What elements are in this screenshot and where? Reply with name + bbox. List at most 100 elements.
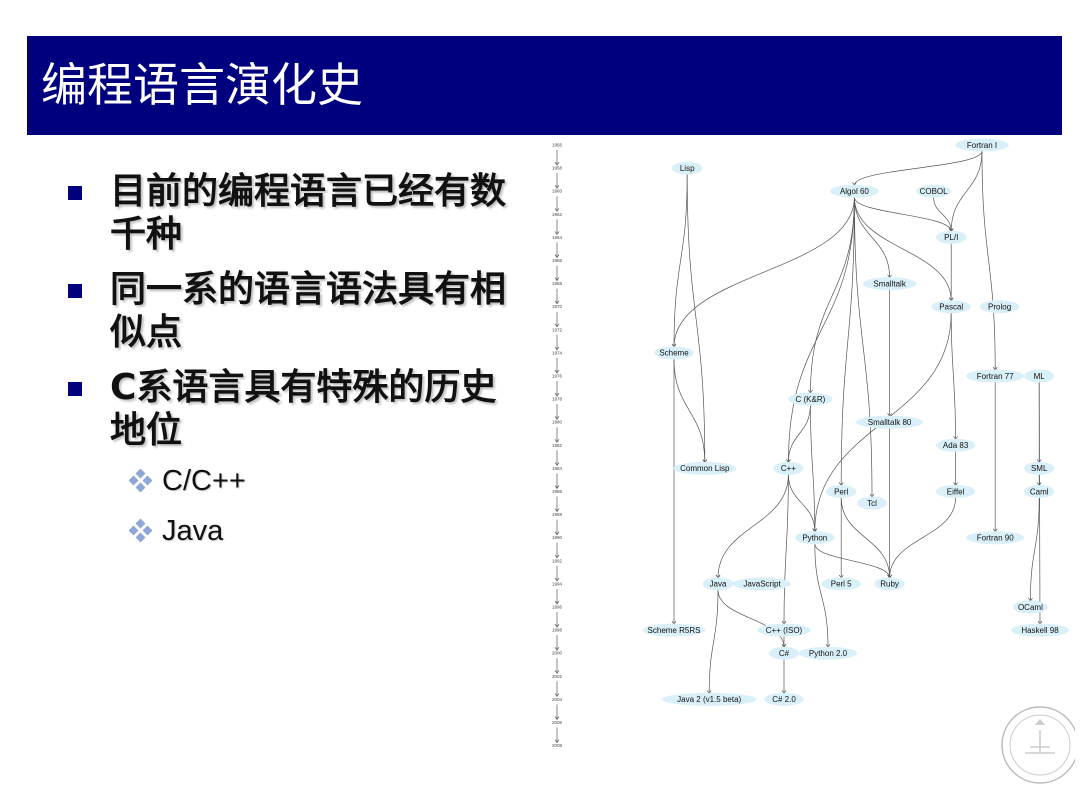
edge-line xyxy=(673,174,688,347)
node-schemer5rs: Scheme R5RS xyxy=(642,623,706,637)
node-cobol: COBOL xyxy=(916,184,952,198)
edge-line xyxy=(673,197,855,347)
sub-bullet-text: Java xyxy=(162,515,224,547)
node-ellipse xyxy=(874,577,905,591)
node-label: Tcl xyxy=(867,499,877,508)
node-ellipse xyxy=(673,461,737,475)
node-ellipse xyxy=(1024,461,1055,475)
year-label: 1984 xyxy=(552,466,563,471)
node-tcl: Tcl xyxy=(857,496,887,510)
node-commonlisp: Common Lisp xyxy=(673,461,737,475)
node-java2: Java 2 (v1.5 beta) xyxy=(661,692,757,706)
timeline-arrowhead xyxy=(554,462,560,467)
node-scheme: Scheme xyxy=(654,346,694,360)
year-label: 1962 xyxy=(552,212,563,217)
node-ellipse xyxy=(773,461,804,475)
edge-line xyxy=(854,197,952,301)
node-ckr: C (K&R) xyxy=(788,392,833,406)
node-caml: Caml xyxy=(1023,485,1055,498)
timeline-arrowhead xyxy=(554,208,560,212)
node-label: Caml xyxy=(1030,487,1049,496)
node-label: Scheme R5RS xyxy=(648,626,701,635)
node-ellipse xyxy=(733,577,791,591)
bullet-text: 同一系的语言语法具有相似点 xyxy=(110,269,507,353)
timeline-arrowhead xyxy=(554,508,560,513)
node-ellipse xyxy=(769,646,799,660)
node-label: Pascal xyxy=(939,303,963,312)
edge-line xyxy=(783,474,789,625)
node-ellipse xyxy=(795,531,835,545)
node-label: C (K&R) xyxy=(796,395,826,404)
node-ellipse xyxy=(1012,600,1048,614)
diamond-bullet-icon xyxy=(128,518,153,543)
timeline-arrowhead xyxy=(554,600,560,605)
edge-line xyxy=(788,197,855,463)
node-label: Fortran 90 xyxy=(977,534,1014,543)
node-fortran1: Fortran I xyxy=(955,138,1009,152)
university-seal-logo xyxy=(1001,706,1075,784)
node-label: Fortran I xyxy=(967,141,997,150)
timeline-arrowhead xyxy=(554,185,560,189)
timeline-arrowhead xyxy=(554,277,560,282)
timeline-arrowhead xyxy=(554,392,560,397)
sub-bullet-text: C/C++ xyxy=(162,465,246,497)
year-label: 1958 xyxy=(552,166,563,171)
node-fortran77: Fortran 77 xyxy=(966,369,1025,383)
node-label: Ada 83 xyxy=(943,441,969,450)
node-ocaml: OCaml xyxy=(1012,600,1048,614)
timeline-arrowhead xyxy=(554,647,560,651)
title-bar: 编程语言演化史 xyxy=(27,36,1062,135)
node-ellipse xyxy=(966,369,1025,383)
edge-line xyxy=(708,589,719,694)
node-label: C# 2.0 xyxy=(772,695,796,704)
node-label: C# xyxy=(779,649,790,658)
node-python: Python xyxy=(795,531,835,545)
node-algol60: Algol 60 xyxy=(830,184,879,198)
edge-line xyxy=(840,197,855,486)
node-label: Fortran 77 xyxy=(977,372,1014,381)
node-eiffel: Eiffel xyxy=(935,485,976,498)
node-ellipse xyxy=(966,531,1025,545)
node-ellipse xyxy=(916,184,952,198)
year-label: 1972 xyxy=(552,327,563,332)
node-ellipse xyxy=(757,623,811,637)
bullet-text: 目前的编程语言已经有数千种 xyxy=(110,171,507,255)
node-ellipse xyxy=(799,646,857,660)
node-ellipse xyxy=(931,300,971,314)
timeline-arrowhead xyxy=(554,300,560,305)
node-label: Scheme xyxy=(659,349,689,358)
year-label: 1986 xyxy=(552,489,563,494)
node-ellipse xyxy=(826,485,857,498)
year-label: 1998 xyxy=(552,628,563,633)
edge-line xyxy=(854,197,890,278)
node-haskell98: Haskell 98 xyxy=(1011,623,1069,637)
node-label: Ruby xyxy=(880,580,899,589)
node-smalltalk: Smalltalk xyxy=(862,277,917,291)
node-ellipse xyxy=(1011,623,1069,637)
node-ada83: Ada 83 xyxy=(935,438,976,452)
timeline-arrowhead xyxy=(554,485,560,490)
year-label: 1970 xyxy=(552,304,563,309)
node-java: Java xyxy=(702,577,734,591)
node-label: Smalltalk 80 xyxy=(868,418,912,427)
square-bullet-icon xyxy=(68,284,82,298)
year-label: 1980 xyxy=(552,420,563,425)
node-label: ML xyxy=(1034,372,1046,381)
node-label: C++ xyxy=(781,464,796,473)
bullet-list: 目前的编程语言已经有数千种 同一系的语言语法具有相似点 C系语言具有特殊的历史地… xyxy=(62,170,532,564)
year-label: 1956 xyxy=(552,143,563,148)
node-label: OCaml xyxy=(1018,603,1043,612)
year-label: 2004 xyxy=(552,697,563,702)
edge-line xyxy=(717,589,785,648)
diamond-bullet-icon xyxy=(128,468,153,493)
edge-line xyxy=(673,358,706,463)
timeline-arrowhead xyxy=(554,739,560,744)
node-prolog: Prolog xyxy=(979,300,1020,314)
year-label: 1968 xyxy=(552,281,563,286)
node-ellipse xyxy=(1024,369,1055,383)
node-label: Haskell 98 xyxy=(1021,626,1059,635)
timeline-arrowhead xyxy=(554,531,560,536)
timeline-arrowhead xyxy=(554,416,560,420)
